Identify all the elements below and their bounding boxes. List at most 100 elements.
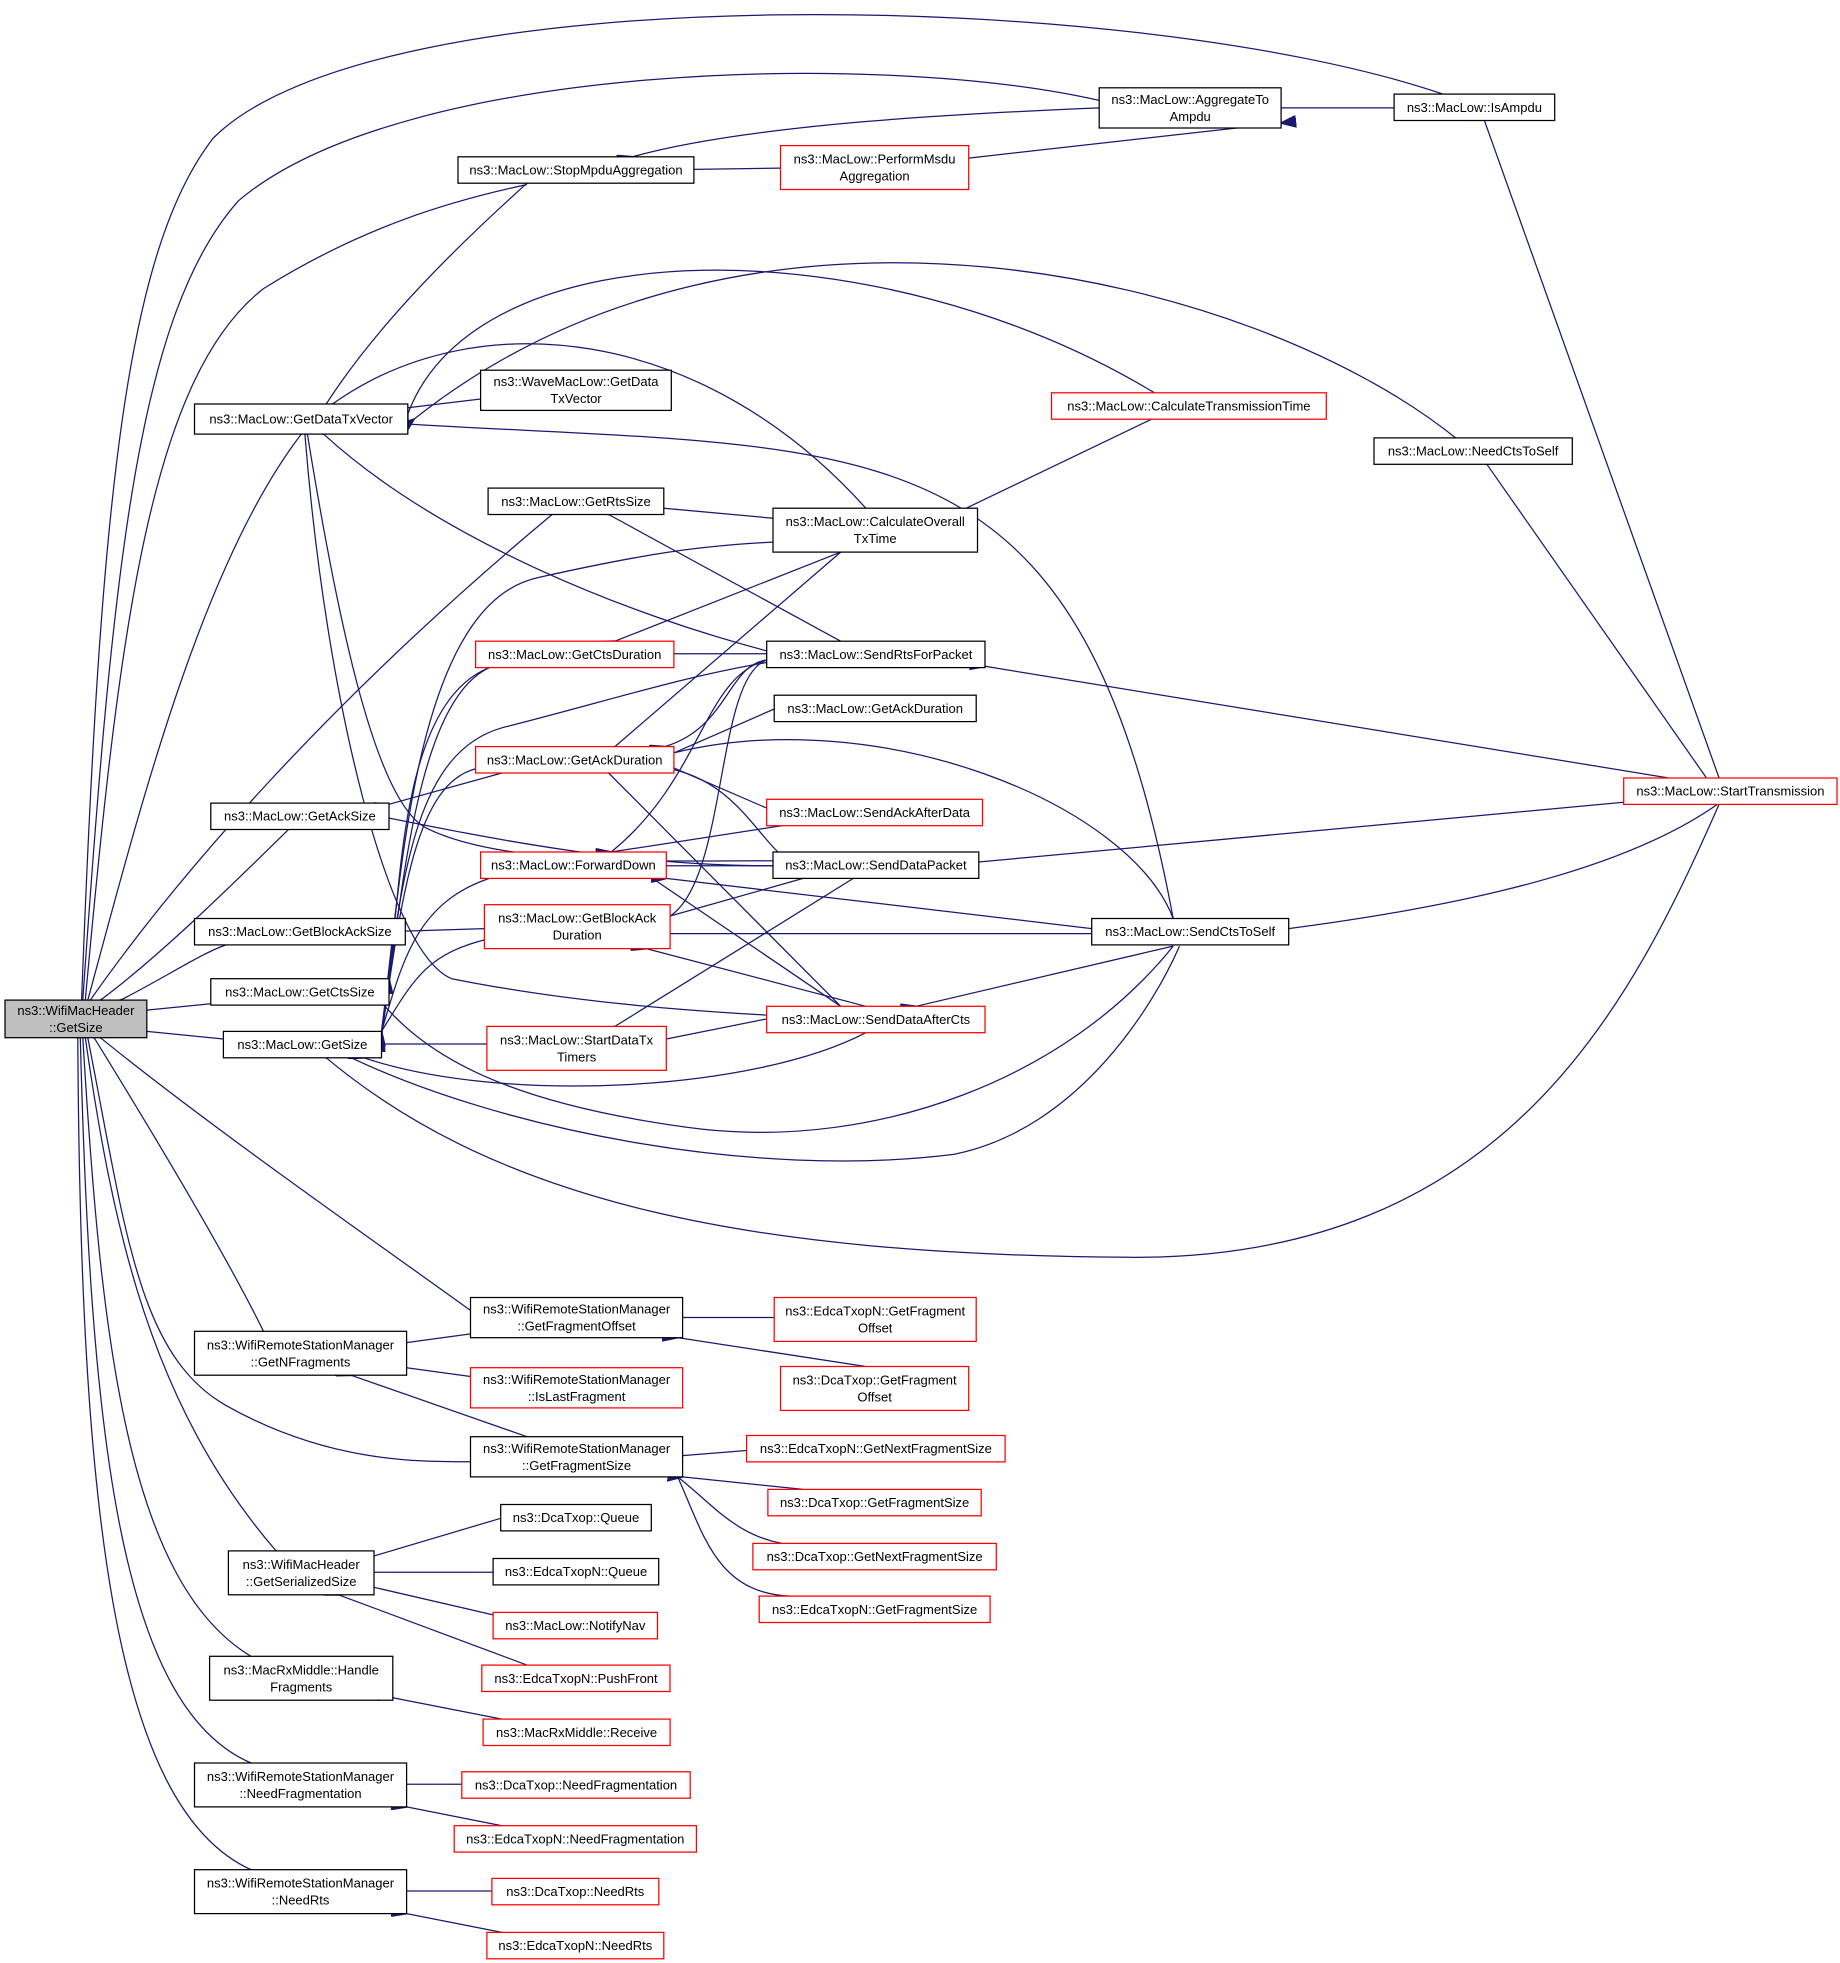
edge-sendctstoself-to-getackduration [674,739,1174,919]
node-getctsduration[interactable]: ns3::MacLow::GetCtsDuration [474,640,675,669]
node-box [483,904,671,950]
node-edcaneedfrag[interactable]: ns3::EdcaTxopN::NeedFragmentation [453,1825,698,1853]
node-getackduration[interactable]: ns3::MacLow::GetAckDuration [474,745,675,774]
node-box [766,798,984,827]
edge-edcanextfragsize-to-getfragsize [683,1449,747,1456]
node-label: ns3::WifiRemoteStationManager [207,1876,395,1891]
node-label: Offset [857,1389,892,1404]
node-wavetxvector[interactable]: ns3::WaveMacLow::GetDataTxVector [479,369,672,412]
edge-calcoverall-to-calctxtime [965,418,1154,509]
node-box [193,1330,408,1376]
node-pushfront[interactable]: ns3::EdcaTxopN::PushFront [481,1664,671,1693]
node-rxreceive[interactable]: ns3::MacRxMiddle::Receive [482,1718,671,1747]
node-starttx[interactable]: ns3::MacLow::StartTransmission [1623,777,1838,806]
node-root[interactable]: ns3::WifiMacHeader::GetSize [4,999,148,1039]
node-getsize[interactable]: ns3::MacLow::GetSize [222,1030,383,1059]
node-label: ns3::WifiMacHeader [17,1003,135,1018]
node-needctstoself[interactable]: ns3::MacLow::NeedCtsToSelf [1373,437,1573,465]
node-edcafragoffset[interactable]: ns3::EdcaTxopN::GetFragmentOffset [773,1296,977,1343]
edge-edcaneedfrag-to-needfrag [407,1807,503,1827]
node-needfrag[interactable]: ns3::WifiRemoteStationManager::NeedFragm… [193,1762,408,1808]
edge-getfragsize-to-root [88,1038,471,1463]
node-sendrts[interactable]: ns3::MacLow::SendRtsForPacket [766,640,986,669]
edge-senddatapacket-to-starttx [979,797,1669,862]
node-getfragoffset[interactable]: ns3::WifiRemoteStationManager::GetFragme… [469,1296,684,1339]
node-sendctstoself[interactable]: ns3::MacLow::SendCtsToSelf [1091,917,1290,946]
edge-dcafragsize-to-getfragsize [683,1477,804,1491]
node-dcanextfragsize[interactable]: ns3::DcaTxop::GetNextFragmentSize [752,1542,997,1571]
node-label: ns3::MacRxMiddle::Receive [496,1725,657,1740]
edge-starttx-to-isampdu [1484,121,1720,779]
node-getacksize[interactable]: ns3::MacLow::GetAckSize [210,802,390,831]
node-needrts[interactable]: ns3::WifiRemoteStationManager::NeedRts [193,1869,408,1915]
node-getblockacksize[interactable]: ns3::MacLow::GetBlockAckSize [193,917,406,946]
nodes-layer: ns3::WifiMacHeader::GetSizens3::MacLow::… [4,87,1838,1960]
node-getnfrag[interactable]: ns3::WifiRemoteStationManager::GetNFragm… [193,1330,408,1376]
node-box [479,369,672,412]
edge-edcafragsize-to-getfragsize [678,1477,791,1597]
node-box [752,1542,997,1571]
node-edcaneedrts[interactable]: ns3::EdcaTxopN::NeedRts [486,1931,665,1960]
node-label: ns3::MacLow::SendCtsToSelf [1105,924,1275,939]
node-getdatatxvector[interactable]: ns3::MacLow::GetDataTxVector [193,403,409,435]
node-edcanextfragsize[interactable]: ns3::EdcaTxopN::GetNextFragmentSize [745,1434,1006,1463]
node-box [210,978,390,1006]
node-isampdu[interactable]: ns3::MacLow::IsAmpdu [1393,93,1556,122]
edges-layer [78,13,1720,1934]
node-islastfrag[interactable]: ns3::WifiRemoteStationManager::IsLastFra… [469,1367,684,1409]
node-getrtssize[interactable]: ns3::MacLow::GetRtsSize [487,487,665,516]
node-dcaneedrts[interactable]: ns3::DcaTxop::NeedRts [491,1877,660,1906]
node-dcaqueue[interactable]: ns3::DcaTxop::Queue [500,1503,652,1532]
node-getfragsize[interactable]: ns3::WifiRemoteStationManager::GetFragme… [469,1436,684,1478]
node-box [1098,87,1282,129]
edge-getdatatxvector-to-root [88,433,302,1000]
edge-rxreceive-to-handlefrag [393,1698,503,1720]
edge-stopmpdu-to-root [85,183,528,1001]
node-sendackafter[interactable]: ns3::MacLow::SendAckAfterData [766,798,984,827]
node-box [227,1550,375,1596]
edge-senddatapacket-to-getblockackduration [670,877,804,916]
node-forwarddown[interactable]: ns3::MacLow::ForwardDown [479,851,667,880]
edge-islastfrag-to-getnfrag [407,1368,471,1378]
edge-getblockackduration-to-getblockacksize [405,929,485,932]
node-box [766,640,986,669]
node-box [210,802,390,831]
node-serialsize[interactable]: ns3::WifiMacHeader::GetSerializedSize [227,1550,375,1596]
node-senddatapacket[interactable]: ns3::MacLow::SendDataPacket [772,851,980,880]
node-box [474,640,675,669]
node-box [745,1434,1006,1463]
node-calctxtime[interactable]: ns3::MacLow::CalculateTransmissionTime [1050,392,1327,420]
node-dcaneedfrag[interactable]: ns3::DcaTxop::NeedFragmentation [461,1771,691,1799]
edge-getblockackduration-to-getsize [382,937,490,1032]
node-label: Timers [557,1049,597,1064]
node-getctssize[interactable]: ns3::MacLow::GetCtsSize [210,978,390,1006]
node-box [773,694,977,723]
node-dcafragoffset[interactable]: ns3::DcaTxop::GetFragmentOffset [779,1365,970,1412]
node-box [4,999,148,1039]
edge-performmsdu-to-stopmpdu [694,168,781,169]
node-label: ns3::MacLow::PerformMsdu [794,152,956,167]
edge-edcaneedrts-to-needrts [407,1914,503,1934]
edge-senddataafterctsl-to-getsize [364,1032,867,1087]
node-box [193,1869,408,1915]
edge-forwarddown-to-getsize [382,877,490,1031]
node-label: ns3::DcaTxop::GetFragmentSize [780,1495,969,1510]
node-senddataafterctsl[interactable]: ns3::MacLow::SendDataAfterCts [766,1005,986,1034]
node-edcaqueue[interactable]: ns3::EdcaTxopN::Queue [492,1557,660,1586]
edge-getfragoffset-to-root [100,1038,478,1316]
node-label: ns3::MacLow::GetAckSize [224,809,376,824]
node-edcafragsize[interactable]: ns3::EdcaTxopN::GetFragmentSize [758,1595,991,1624]
node-getackduration2[interactable]: ns3::MacLow::GetAckDuration [773,694,977,723]
edge-getctssize-to-root [147,1003,211,1010]
node-dcafragsize[interactable]: ns3::DcaTxop::GetFragmentSize [767,1488,982,1517]
edge-needctstoself-to-getdatatxvector [414,262,1456,439]
node-stopmpdu[interactable]: ns3::MacLow::StopMpduAggregation [457,156,695,184]
node-notifynav[interactable]: ns3::MacLow::NotifyNav [492,1611,659,1640]
